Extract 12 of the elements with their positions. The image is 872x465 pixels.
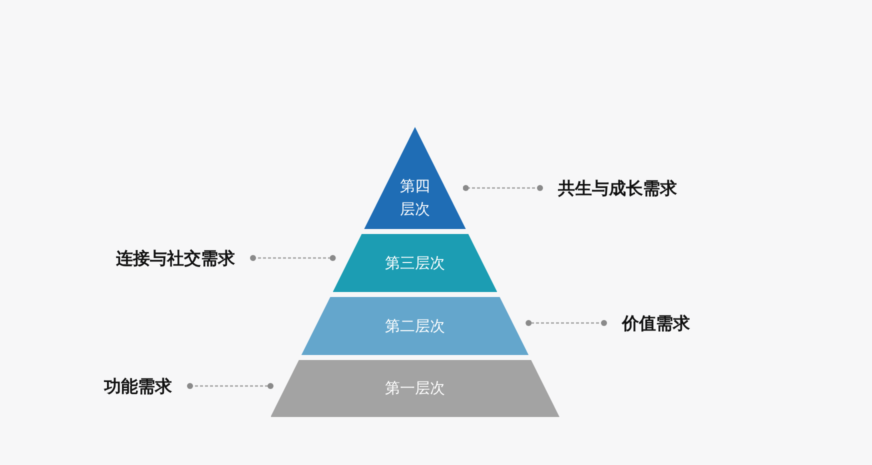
leader-line: [462, 185, 543, 191]
leader-line: [250, 255, 336, 261]
text-label: 第二层次: [384, 316, 445, 336]
text-label: 第四层次: [398, 176, 431, 220]
text-label: 第三层次: [384, 254, 445, 272]
leader-line: [187, 383, 274, 389]
text-label: 连接与社交需求: [116, 248, 235, 270]
text-label: 价值需求: [622, 312, 690, 334]
text-label: 功能需求: [104, 376, 172, 398]
leader-line: [526, 320, 607, 326]
text-label: 第一层次: [385, 379, 445, 398]
text-label: 共生与成长需求: [558, 178, 677, 200]
